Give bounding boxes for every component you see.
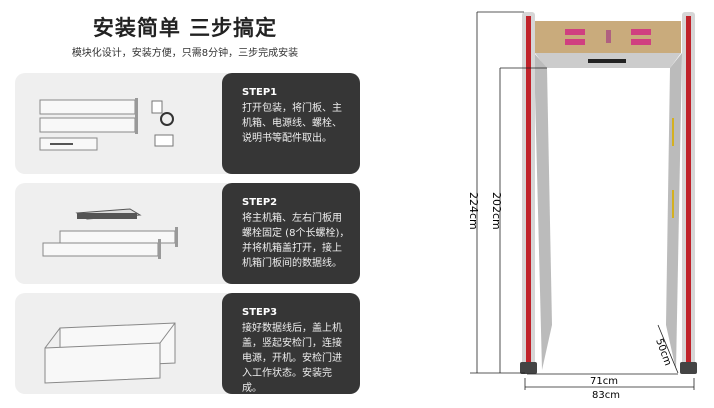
metal-detector-gate-diagram: 224cm 202cm 71cm 83cm 50cm bbox=[467, 11, 697, 401]
step-card-3: STEP3 接好数据线后，盖上机盖，竖起安检门，连接电源，开机。安检门进入工作状… bbox=[15, 293, 360, 394]
step-3-label: STEP3 bbox=[242, 307, 278, 318]
page-title: 安装简单 三步搞定 bbox=[92, 16, 278, 40]
dimension-lines bbox=[470, 11, 695, 390]
outer-width-label: 83cm bbox=[592, 390, 620, 401]
step-card-2: STEP2 将主机箱、左右门板用螺栓固定 (8个长螺栓)，并将机箱盖打开，接上机… bbox=[15, 183, 360, 284]
step-1-illustration bbox=[15, 73, 230, 174]
inner-width-label: 71cm bbox=[590, 376, 618, 387]
standing-gate-illustration bbox=[44, 322, 176, 384]
gate-header-box bbox=[535, 21, 681, 68]
total-height-label: 224cm bbox=[467, 192, 480, 230]
step-3-panel: STEP3 接好数据线后，盖上机盖，竖起安检门，连接电源，开机。安检门进入工作状… bbox=[222, 293, 360, 394]
step-1-panel: STEP1 打开包装，将门板、主机箱、电源线、螺栓、说明书等配件取出。 bbox=[222, 73, 360, 174]
parts-illustration bbox=[39, 98, 174, 151]
step-2-illustration bbox=[15, 183, 230, 284]
step-2-text: 将主机箱、左右门板用螺栓固定 (8个长螺栓)，并将机箱盖打开，接上机箱门板间的数… bbox=[242, 213, 350, 269]
step-3-text: 接好数据线后，盖上机盖，竖起安检门，连接电源，开机。安检门进入工作状态。安装完成… bbox=[242, 323, 342, 394]
step-3-illustration bbox=[15, 293, 230, 394]
step-card-1: STEP1 打开包装，将门板、主机箱、电源线、螺栓、说明书等配件取出。 bbox=[15, 73, 360, 174]
step-1-text: 打开包装，将门板、主机箱、电源线、螺栓、说明书等配件取出。 bbox=[242, 103, 342, 144]
assembly-illustration bbox=[42, 208, 178, 259]
left-pillar bbox=[520, 12, 552, 374]
step-2-panel: STEP2 将主机箱、左右门板用螺栓固定 (8个长螺栓)，并将机箱盖打开，接上机… bbox=[222, 183, 360, 284]
inner-height-label: 202cm bbox=[490, 192, 503, 230]
step-2-label: STEP2 bbox=[242, 197, 278, 208]
page-subtitle: 模块化设计，安装方便，只需8分钟，三步完成安装 bbox=[71, 48, 299, 59]
right-pillar bbox=[666, 12, 697, 374]
step-1-label: STEP1 bbox=[242, 87, 278, 98]
